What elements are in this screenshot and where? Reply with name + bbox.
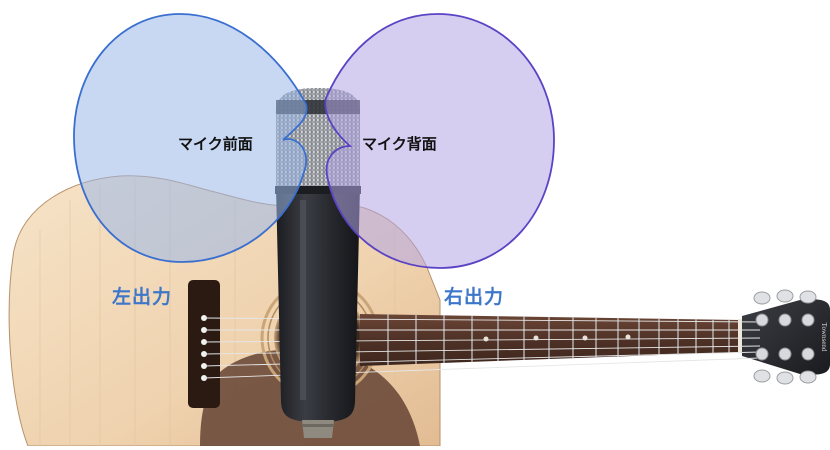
right-output-label: 右出力	[444, 286, 505, 308]
left-output-label: 左出力	[112, 286, 173, 308]
headstock-brand-logo: Townsend	[820, 323, 828, 352]
mic-body	[276, 186, 360, 422]
mic-connector	[302, 420, 334, 438]
frets	[387, 314, 730, 365]
guitar-headstock	[742, 299, 830, 375]
guitar-nut	[738, 319, 743, 353]
mic-front-label: マイク前面	[178, 135, 253, 153]
mic-back-label: マイク背面	[362, 135, 437, 153]
mic-body-highlight	[300, 200, 306, 400]
mic-connector-ring	[302, 424, 334, 427]
mic-collar	[275, 186, 361, 194]
tuner-posts	[755, 313, 815, 361]
front-pickup-pattern	[73, 13, 308, 263]
guitar-fretboard	[360, 314, 740, 366]
tuner-keys	[753, 289, 817, 385]
back-pattern-lobe	[324, 13, 555, 269]
back-pickup-pattern	[324, 13, 555, 269]
front-pattern-lobe	[73, 13, 308, 263]
